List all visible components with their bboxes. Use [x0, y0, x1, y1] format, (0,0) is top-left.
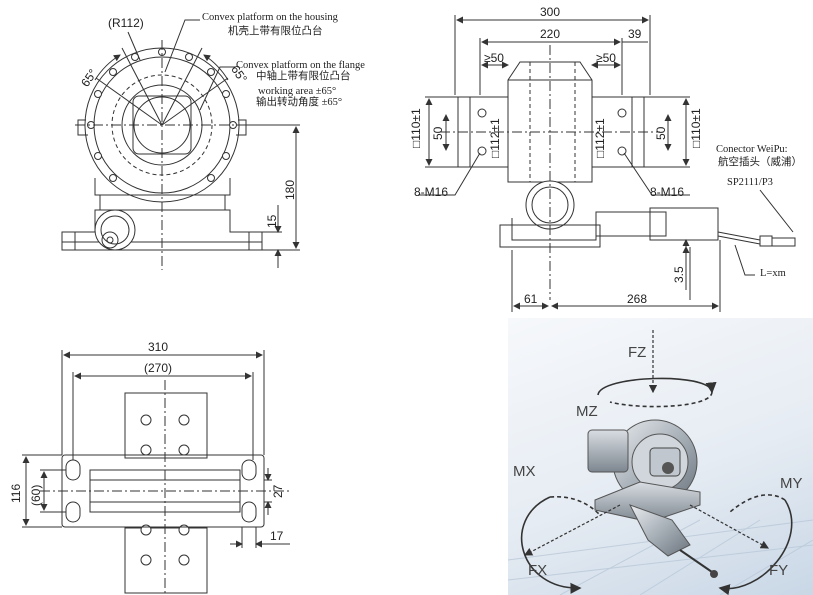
dim-61: 61 — [524, 292, 538, 306]
dim-268: 268 — [627, 292, 648, 306]
slewing-drive-render — [587, 419, 718, 578]
sq110-right: □110±1 — [689, 108, 703, 148]
dim-220: 220 — [540, 27, 561, 41]
cable-length-label: L=xm — [760, 268, 786, 279]
working-area-cn: 输出转动角度 ±65° — [256, 97, 343, 108]
dim-50-right: 50 — [654, 126, 668, 140]
sq110-left: □110±1 — [409, 108, 423, 148]
bolt-spec-right: 8-M16 — [650, 185, 685, 199]
working-area-en: working area ±65° — [258, 86, 337, 97]
dim-ge50-right: ≥50 — [596, 51, 616, 65]
dim-310: 310 — [148, 340, 169, 354]
top-view — [22, 350, 290, 595]
dim-270: (270) — [144, 361, 173, 375]
dim-60: (60) — [29, 484, 43, 506]
connector-label-en: Conector WeiPu: — [716, 144, 788, 155]
dim-ge50-left: ≥50 — [484, 51, 504, 65]
force-fx-label: FX — [528, 562, 548, 579]
dim-50-left: 50 — [431, 126, 445, 140]
side-view — [418, 15, 796, 312]
dim-27: 27 — [271, 484, 285, 498]
sq112-left: □112±1 — [488, 118, 502, 158]
connector-label-cn: 航空插头（威浦） — [718, 157, 802, 168]
force-fy-label: FY — [769, 562, 789, 579]
moment-my-label: MY — [780, 475, 803, 492]
dim-15: 15 — [265, 214, 279, 228]
callout-flange-en: Convex platform on the flange — [236, 60, 365, 71]
radius-label: (R112) — [108, 16, 144, 30]
dim-3-5: 3.5 — [672, 266, 686, 283]
callout-housing-cn: 机壳上带有限位凸台 — [228, 26, 323, 37]
callout-flange-cn: 中轴上带有限位凸台 — [256, 71, 351, 82]
dim-116: 116 — [9, 483, 23, 503]
dim-39: 39 — [628, 27, 642, 41]
moment-mx-label: MX — [513, 463, 536, 480]
dim-180: 180 — [283, 179, 297, 200]
bolt-spec-left: 8-M16 — [414, 185, 449, 199]
moment-mz-label: MZ — [576, 403, 598, 420]
callout-housing-en: Convex platform on the housing — [202, 12, 338, 23]
connector-part-number: SP2111/P3 — [727, 177, 773, 188]
dim-300: 300 — [540, 5, 561, 19]
render-3d — [507, 330, 813, 595]
sq112-right: □112±1 — [593, 118, 607, 158]
dim-17: 17 — [270, 529, 284, 543]
front-view — [61, 19, 300, 270]
force-fz-label: FZ — [628, 344, 647, 361]
